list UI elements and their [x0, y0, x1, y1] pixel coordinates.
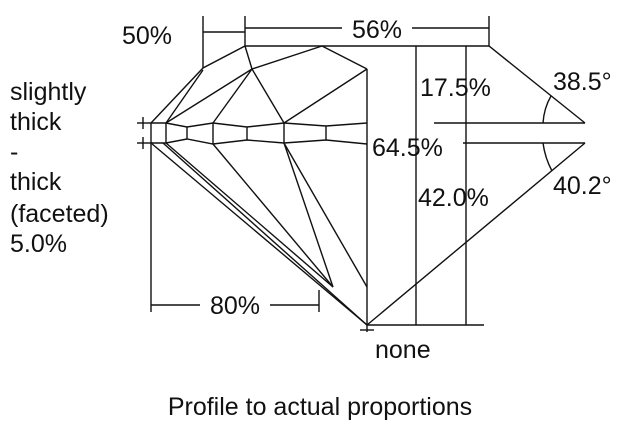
girdle-label-line: slightly	[10, 78, 87, 106]
girdle-label-line: thick	[10, 108, 62, 136]
crown-angle-label: 38.5°	[553, 68, 612, 96]
culet-label: none	[375, 336, 431, 364]
table-label: 56%	[352, 16, 402, 44]
diamond-outline	[150, 45, 586, 332]
caption: Profile to actual proportions	[168, 393, 472, 421]
girdle-label-line: thick	[10, 168, 62, 196]
total-depth-label: 64.5%	[372, 134, 443, 162]
labels: 50% 56% 17.5% 38.5° 64.5% 42.0% 40.2° 80…	[10, 16, 612, 421]
dimension-lines	[137, 16, 490, 331]
girdle-label-line: (faceted)	[10, 200, 109, 228]
crown-height-label: 17.5%	[420, 74, 491, 102]
girdle-label-line: 5.0%	[10, 230, 67, 258]
star-length-label: 50%	[122, 22, 172, 50]
pavilion-depth-label: 42.0%	[418, 184, 489, 212]
girdle-label-line: -	[10, 138, 18, 166]
lower-half-label: 80%	[210, 292, 260, 320]
pavilion-angle-label: 40.2°	[553, 172, 612, 200]
